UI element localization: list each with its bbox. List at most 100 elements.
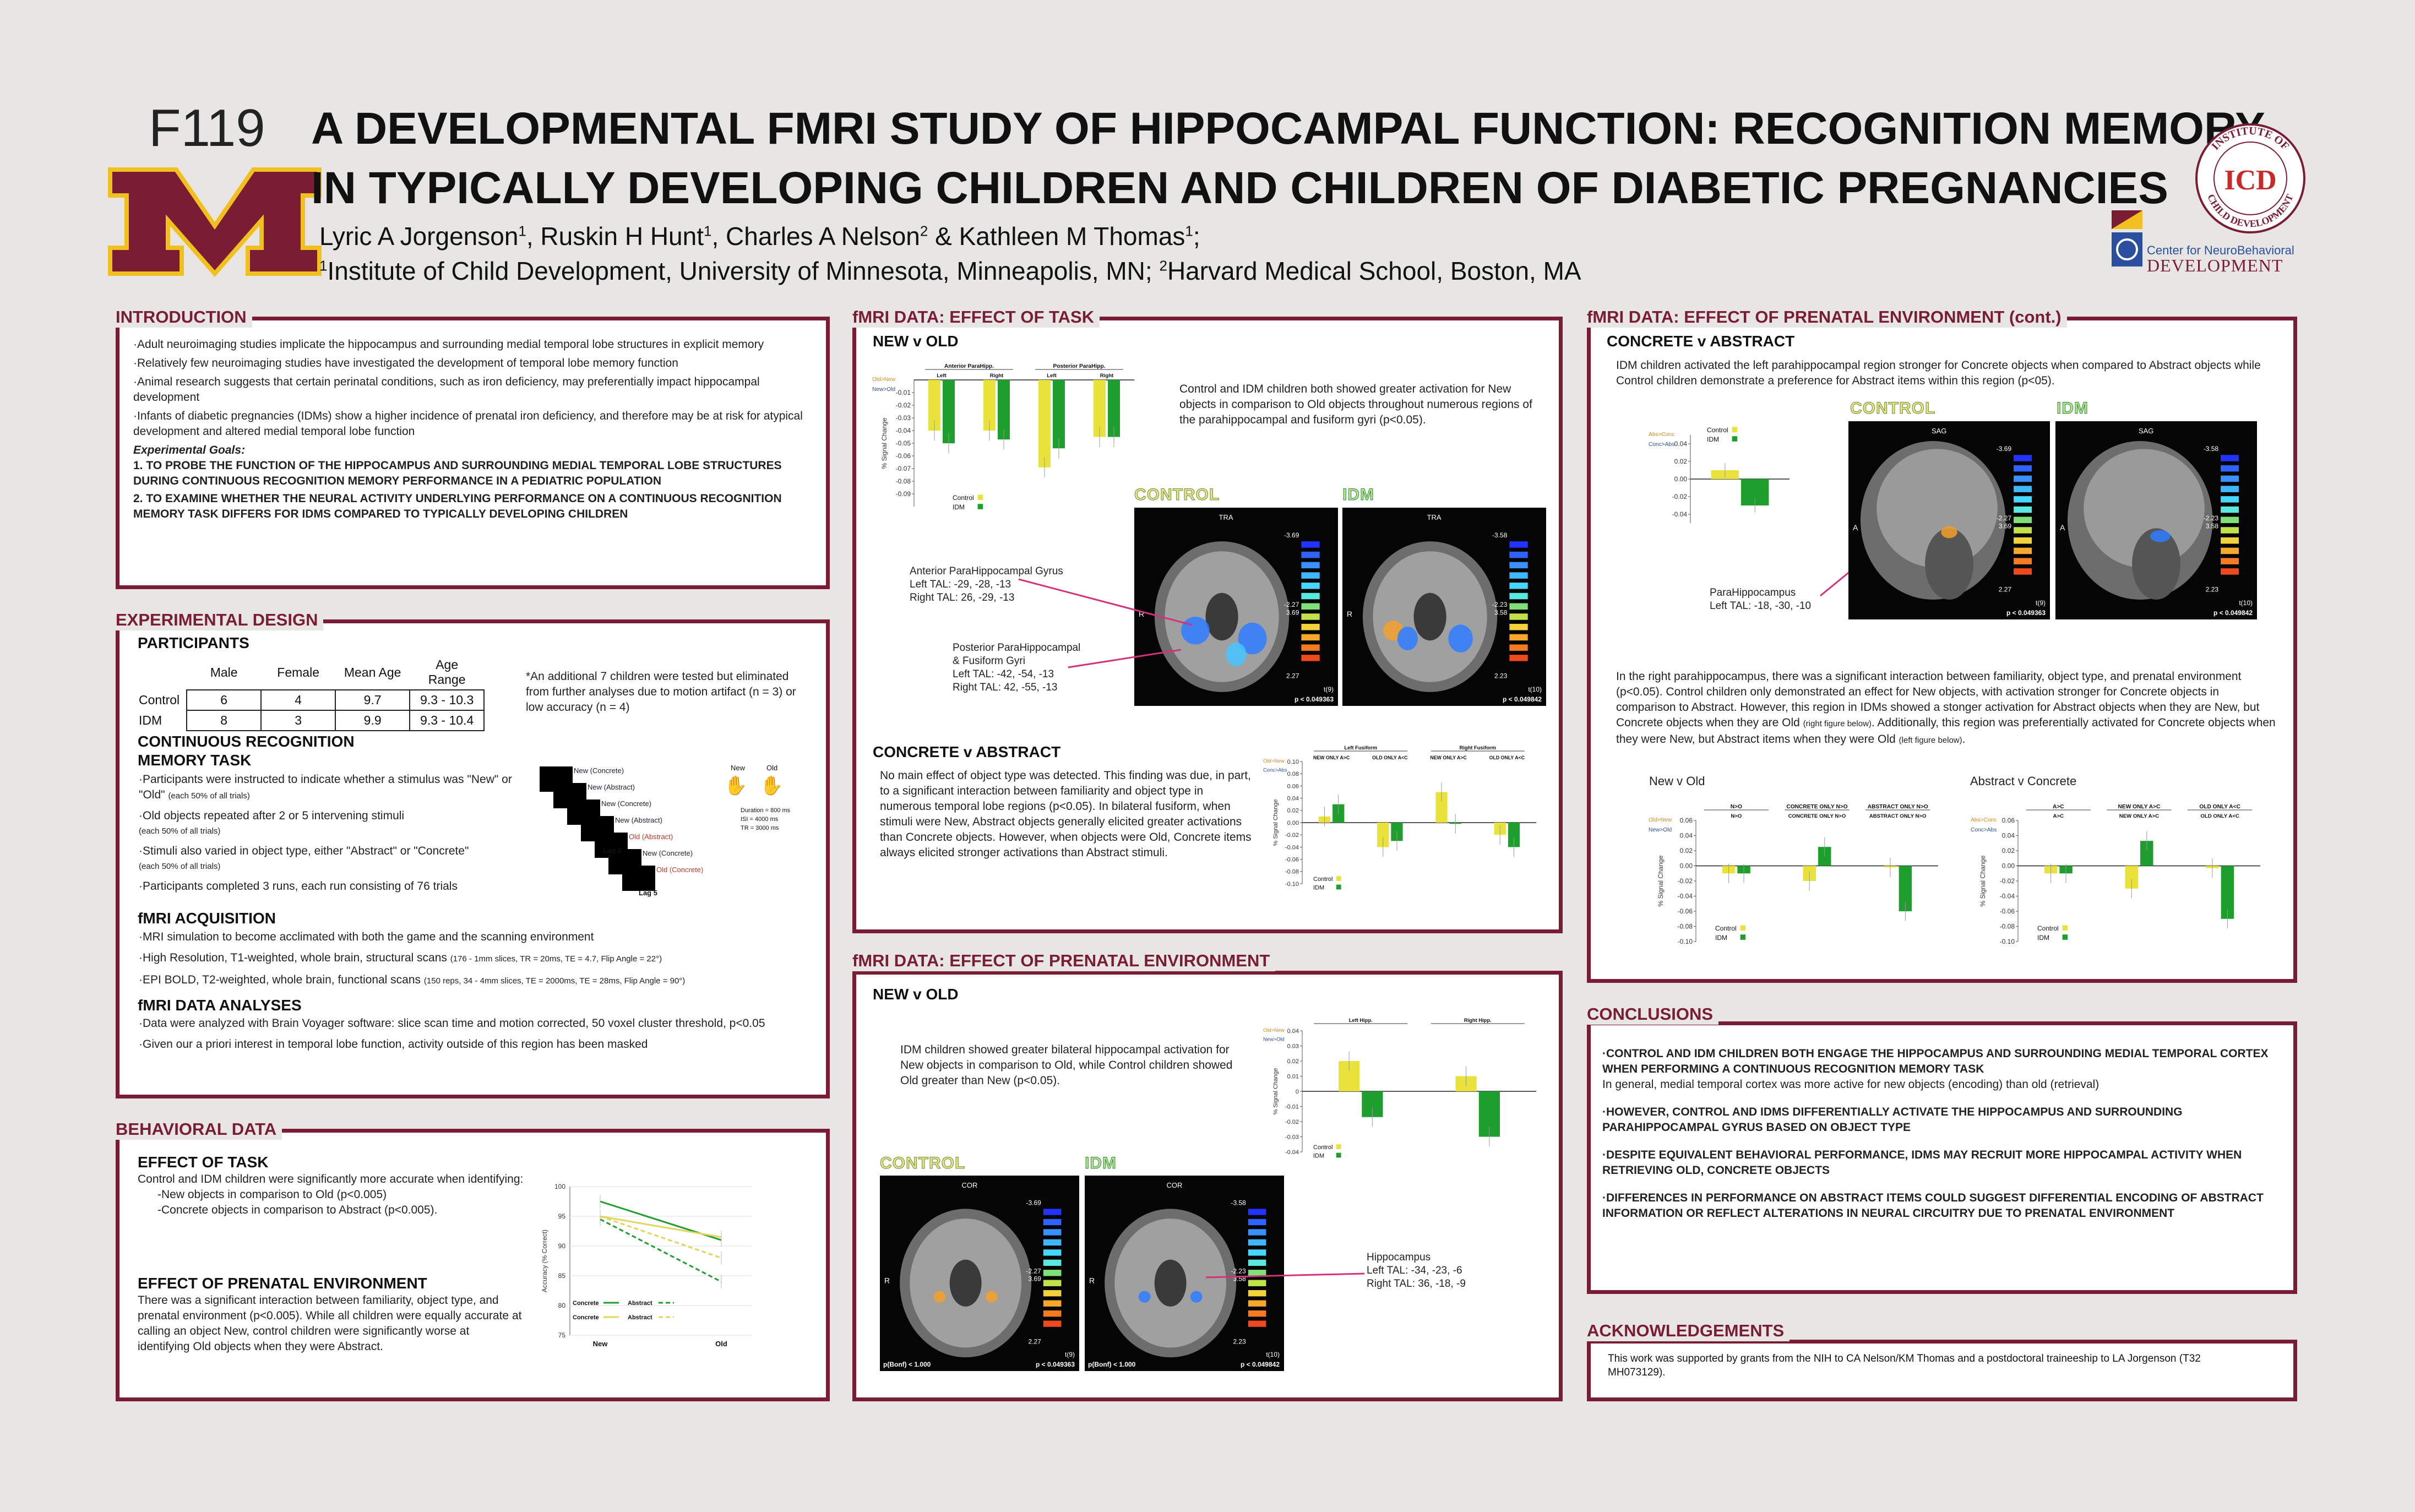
brain-tissue xyxy=(2084,449,2205,568)
title-line-2: IN TYPICALLY DEVELOPING CHILDREN AND CHI… xyxy=(311,163,2168,213)
stim-label: Old (Concrete) xyxy=(656,866,704,874)
legend-label: Concrete xyxy=(573,1300,599,1307)
intro-bullet: ·Infants of diabetic pregnancies (IDMs) … xyxy=(133,410,803,438)
activation-cluster xyxy=(985,1291,998,1303)
y-tick-label: 0.10 xyxy=(1287,759,1299,765)
df-label: t(9) xyxy=(1324,686,1334,693)
colour-scale-cell xyxy=(1248,1300,1266,1307)
y-tick-label: -0.10 xyxy=(2000,938,2015,945)
y-tick-label: -0.01 xyxy=(896,389,911,396)
fmri-bullet: ·MRI simulation to become acclimated wit… xyxy=(139,931,594,943)
university-m-logo xyxy=(108,167,322,278)
legend-swatch xyxy=(977,494,983,500)
legend-swatch xyxy=(1336,876,1341,881)
hand-new-icon: ✋ xyxy=(724,775,748,796)
category-label: OLD ONLY A<C xyxy=(1372,755,1408,760)
env-cont-text1: IDM children activated the left parahipp… xyxy=(1616,359,2261,387)
scale-label: -2.23 xyxy=(1492,601,1508,608)
accuracy-line xyxy=(600,1215,722,1259)
goals-label: Experimental Goals: xyxy=(133,444,246,456)
legend-label: Abstract xyxy=(628,1314,652,1321)
stim-label: New (Abstract) xyxy=(615,816,662,824)
category-label: Right xyxy=(990,373,1004,379)
colour-scale-cell xyxy=(1043,1310,1062,1317)
y-tick-label: -0.06 xyxy=(896,452,911,460)
table-row: IDM 8 3 9.9 9.3 - 10.4 xyxy=(132,710,485,731)
colour-scale-cell xyxy=(1509,634,1528,641)
task-bullet-note: (each 50% of all trials) xyxy=(139,826,221,836)
env-effect-title: fMRI DATA: EFFECT OF PRENATAL ENVIRONMEN… xyxy=(849,950,1276,971)
legend-control: Control xyxy=(1707,426,1728,434)
acknowledgements-title: ACKNOWLEDGEMENTS xyxy=(1584,1320,1790,1341)
group-label: Left Fusiform xyxy=(1344,745,1377,750)
y-axis-label: % Signal Change xyxy=(1272,799,1279,846)
idm-label: IDM xyxy=(2057,399,2088,418)
view-label: SAG xyxy=(2139,427,2153,435)
category-label: ABSTRACT ONLY N>O xyxy=(1869,813,1927,819)
scale-label: -2.23 xyxy=(1231,1268,1246,1275)
accuracy-line xyxy=(600,1219,722,1283)
colour-scale-cell xyxy=(1248,1310,1266,1317)
y-tick-label: -0.02 xyxy=(1678,877,1693,885)
colour-scale-cell xyxy=(1248,1280,1266,1286)
scale-label: 2.27 xyxy=(1286,672,1299,680)
category-label: OLD ONLY A<C xyxy=(1489,755,1525,760)
participants-title: PARTICIPANTS xyxy=(138,634,249,651)
y-tick-label: -0.02 xyxy=(1285,1119,1299,1125)
task-newold-text: Control and IDM children both showed gre… xyxy=(1179,383,1532,426)
behavioral-task-title: EFFECT OF TASK xyxy=(138,1154,269,1171)
group-label: Anterior ParaHipp. xyxy=(944,363,994,369)
behavioral-data-panel xyxy=(116,1129,830,1401)
legend-swatch xyxy=(1740,925,1746,931)
envcont-concabs-chart: 0.040.020.00-0.02-0.04Abs>ConcConc>AbsCo… xyxy=(1649,426,1790,523)
colour-scale-cell xyxy=(2221,486,2239,492)
y-tick-label: 0 xyxy=(1296,1089,1299,1095)
y-tick-label: 0.06 xyxy=(1287,783,1299,790)
colour-scale-cell xyxy=(2221,537,2239,544)
direction-label: New>Old xyxy=(872,387,896,393)
conclusion-1: ·CONTROL AND IDM CHILDREN BOTH ENGAGE TH… xyxy=(1602,1047,2269,1075)
bar-control xyxy=(1377,823,1389,847)
y-tick-label: 0.02 xyxy=(1287,1058,1299,1065)
colour-scale-cell xyxy=(1301,623,1320,630)
scale-label: 2.23 xyxy=(2206,586,2219,594)
group-label: OLD ONLY A<C xyxy=(2199,804,2240,810)
y-tick-label: 0.00 xyxy=(1674,475,1688,483)
view-label: COR xyxy=(1166,1181,1182,1189)
scale-label: -3.69 xyxy=(1284,531,1299,539)
legend-label: Abstract xyxy=(628,1300,652,1307)
orientation-label: A xyxy=(1853,523,1858,532)
y-tick-label: -0.02 xyxy=(1672,493,1688,501)
colour-scale-cell xyxy=(1509,551,1528,558)
bonferroni-label: p(Bonf) < 1.000 xyxy=(1088,1361,1136,1368)
colour-scale-cell xyxy=(1509,644,1528,651)
intro-bullet: ·Animal research suggests that certain p… xyxy=(133,376,760,404)
chart-label-new-v-old: New v Old xyxy=(1649,774,1705,788)
experimental-design-title: EXPERIMENTAL DESIGN xyxy=(112,610,324,630)
direction-label: Abs>Conc xyxy=(1971,817,1997,823)
participants-note: *An additional 7 children were tested bu… xyxy=(526,670,796,714)
bar-control xyxy=(1038,380,1051,467)
colour-scale-cell xyxy=(1301,551,1320,558)
table-row: Control 6 4 9.7 9.3 - 10.3 xyxy=(132,689,485,711)
scale-label: 3.69 xyxy=(1028,1275,1041,1283)
group-label: CONCRETE ONLY N>O xyxy=(1786,804,1847,810)
col-female: Female xyxy=(277,665,319,679)
colour-scale-cell xyxy=(2221,568,2239,575)
bar-control xyxy=(1435,792,1448,823)
colour-scale-cell xyxy=(1248,1259,1266,1266)
acknowledgements-panel xyxy=(1587,1340,2297,1401)
bar-idm xyxy=(1508,823,1520,847)
y-tick-label: 0.01 xyxy=(1287,1073,1299,1080)
category-label: NEW ONLY A>C xyxy=(2119,813,2159,819)
task-body: ·Participants were instructed to indicat… xyxy=(139,772,535,894)
colour-scale-cell xyxy=(2221,558,2239,564)
y-tick-label: 90 xyxy=(558,1242,566,1250)
y-tick-label: 0.00 xyxy=(1287,820,1299,826)
direction-label: Abs>Conc xyxy=(1649,432,1674,438)
category-label: Left xyxy=(1047,373,1057,379)
cnbd-line-1: Center for NeuroBehavioral xyxy=(2147,243,2294,257)
bar-idm xyxy=(943,380,955,443)
